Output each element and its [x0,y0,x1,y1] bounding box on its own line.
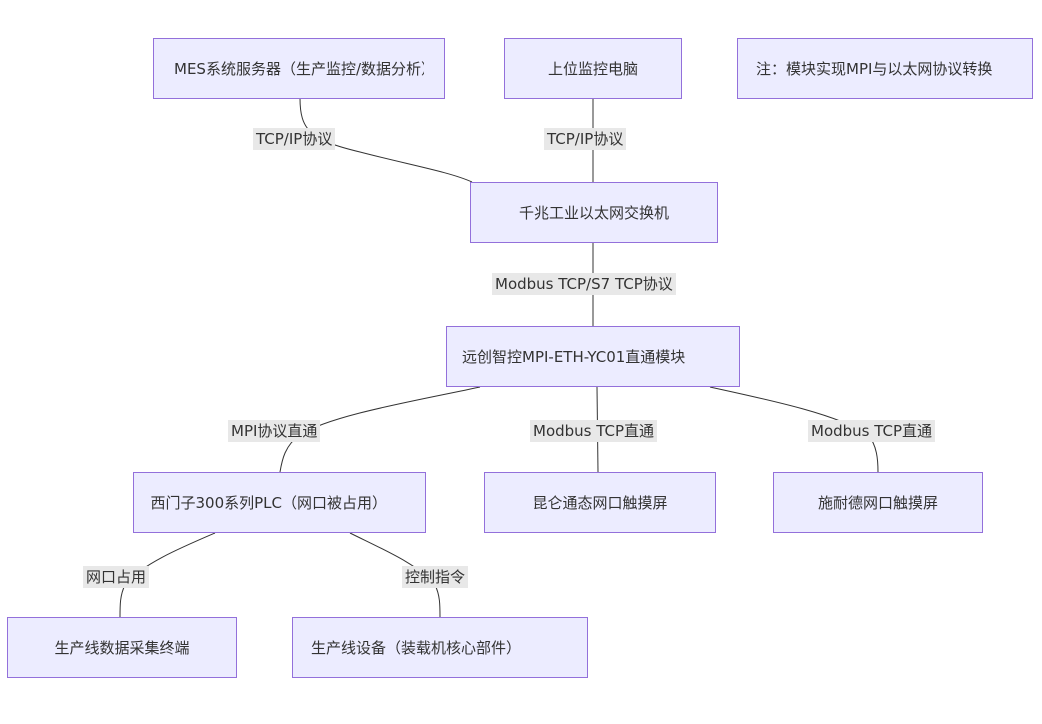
node-siemens-plc[interactable]: 西门子300系列PLC（网口被占用） [133,472,426,533]
edge-mes-switch [299,97,473,183]
node-production-equipment[interactable]: 生产线设备（装载机核心部件） [292,617,588,678]
node-monitor-pc-label: 上位监控电脑 [547,60,638,78]
node-schneider-hmi-label: 施耐德网口触摸屏 [817,494,938,512]
edge-label-plc-equipment: 控制指令 [402,566,469,588]
node-note[interactable]: 注：模块实现MPI与以太网协议转换 [737,38,1033,99]
edge-label-gateway-schneider: Modbus TCP直通 [808,420,936,442]
edge-label-switch-gateway: Modbus TCP/S7 TCP协议 [492,273,676,295]
edge-label-gateway-kunlun: Modbus TCP直通 [530,420,658,442]
edge-label-gateway-plc: MPI协议直通 [228,420,321,442]
node-data-terminal-label: 生产线数据采集终端 [54,639,190,657]
node-note-label: 注：模块实现MPI与以太网协议转换 [756,60,993,78]
node-mes-server[interactable]: MES系统服务器（生产监控/数据分析） [153,38,445,99]
node-kunlun-hmi-label: 昆仑通态网口触摸屏 [532,494,668,512]
node-gateway-module[interactable]: 远创智控MPI-ETH-YC01直通模块 [446,326,740,387]
node-kunlun-hmi[interactable]: 昆仑通态网口触摸屏 [484,472,716,533]
node-mes-server-label: MES系统服务器（生产监控/数据分析） [174,60,424,78]
edge-label-plc-terminal: 网口占用 [83,566,150,588]
node-production-equipment-label: 生产线设备（装载机核心部件） [311,639,522,657]
edge-label-mes-switch: TCP/IP协议 [253,128,336,150]
edge-label-pc-switch: TCP/IP协议 [544,128,627,150]
node-ethernet-switch-label: 千兆工业以太网交换机 [518,204,669,222]
node-gateway-module-label: 远创智控MPI-ETH-YC01直通模块 [462,348,686,366]
node-data-terminal[interactable]: 生产线数据采集终端 [7,617,237,678]
node-ethernet-switch[interactable]: 千兆工业以太网交换机 [470,182,718,243]
node-siemens-plc-label: 西门子300系列PLC（网口被占用） [150,494,388,512]
node-schneider-hmi[interactable]: 施耐德网口触摸屏 [773,472,983,533]
node-monitor-pc[interactable]: 上位监控电脑 [504,38,682,99]
